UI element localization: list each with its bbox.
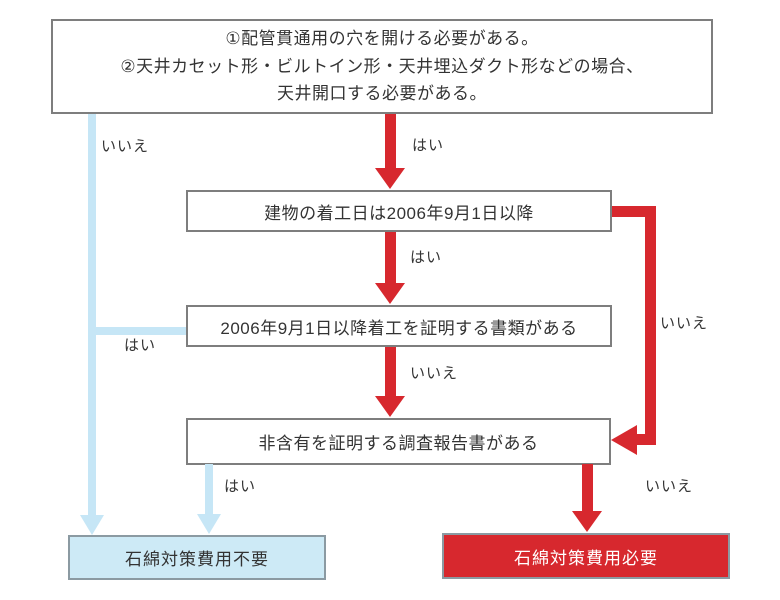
label-yes-proof: はい <box>124 337 157 354</box>
label-yes-4: はい <box>224 478 257 495</box>
yes-arrow-1-stem <box>385 114 396 168</box>
no-arrow-4-stem <box>582 464 593 511</box>
yes-arrow-4-stem <box>205 464 213 514</box>
label-no-right: いいえ <box>660 315 709 332</box>
decision-box-survey-report: 非含有を証明する調査報告書がある <box>186 418 611 465</box>
arrow-down-icon-red-4 <box>572 511 602 532</box>
condition-line-1: ①配管貫通用の穴を開ける必要がある。 <box>225 29 539 49</box>
condition-line-3: 天井開口する必要がある。 <box>277 84 487 104</box>
decision-box-proof-documents: 2006年9月1日以降着工を証明する書類がある <box>186 305 612 347</box>
result-box-cost-required: 石綿対策費用必要 <box>442 533 730 579</box>
yes-branch-line-proof <box>92 327 186 335</box>
decision-box-start-date: 建物の着工日は2006年9月1日以降 <box>186 190 612 232</box>
label-no-left: いいえ <box>101 138 150 155</box>
label-yes-2: はい <box>410 249 443 266</box>
result-required-text: 石綿対策費用必要 <box>514 548 658 568</box>
no-branch-line-left <box>88 114 96 515</box>
condition-line-2: ②天井カセット形・ビルトイン形・天井埋込ダクト形などの場合、 <box>120 56 644 76</box>
no-branch-right-bottom-segment <box>637 434 656 445</box>
label-yes-1: はい <box>412 137 445 154</box>
condition-box-piping: ①配管貫通用の穴を開ける必要がある。 ②天井カセット形・ビルトイン形・天井埋込ダ… <box>51 19 713 114</box>
label-no-3: いいえ <box>410 365 459 382</box>
no-arrow-3-stem <box>385 347 396 396</box>
arrow-down-icon-red-2 <box>375 283 405 304</box>
arrow-down-icon-blue-left <box>80 515 104 535</box>
label-no-4: いいえ <box>645 478 694 495</box>
no-branch-right-vertical-segment <box>645 206 656 434</box>
arrow-down-icon-red-1 <box>375 168 405 189</box>
arrow-left-icon-red <box>611 425 637 455</box>
arrow-down-icon-red-3 <box>375 396 405 417</box>
decision-box-start-date-text: 建物の着工日は2006年9月1日以降 <box>264 203 534 223</box>
decision-box-proof-documents-text: 2006年9月1日以降着工を証明する書類がある <box>220 318 578 338</box>
arrow-down-icon-blue-4 <box>197 514 221 534</box>
result-box-cost-not-required: 石綿対策費用不要 <box>68 535 326 580</box>
no-branch-right-top-segment <box>612 206 656 217</box>
yes-arrow-2-stem <box>385 232 396 283</box>
result-not-required-text: 石綿対策費用不要 <box>125 550 269 569</box>
decision-box-survey-report-text: 非含有を証明する調査報告書がある <box>258 434 539 453</box>
